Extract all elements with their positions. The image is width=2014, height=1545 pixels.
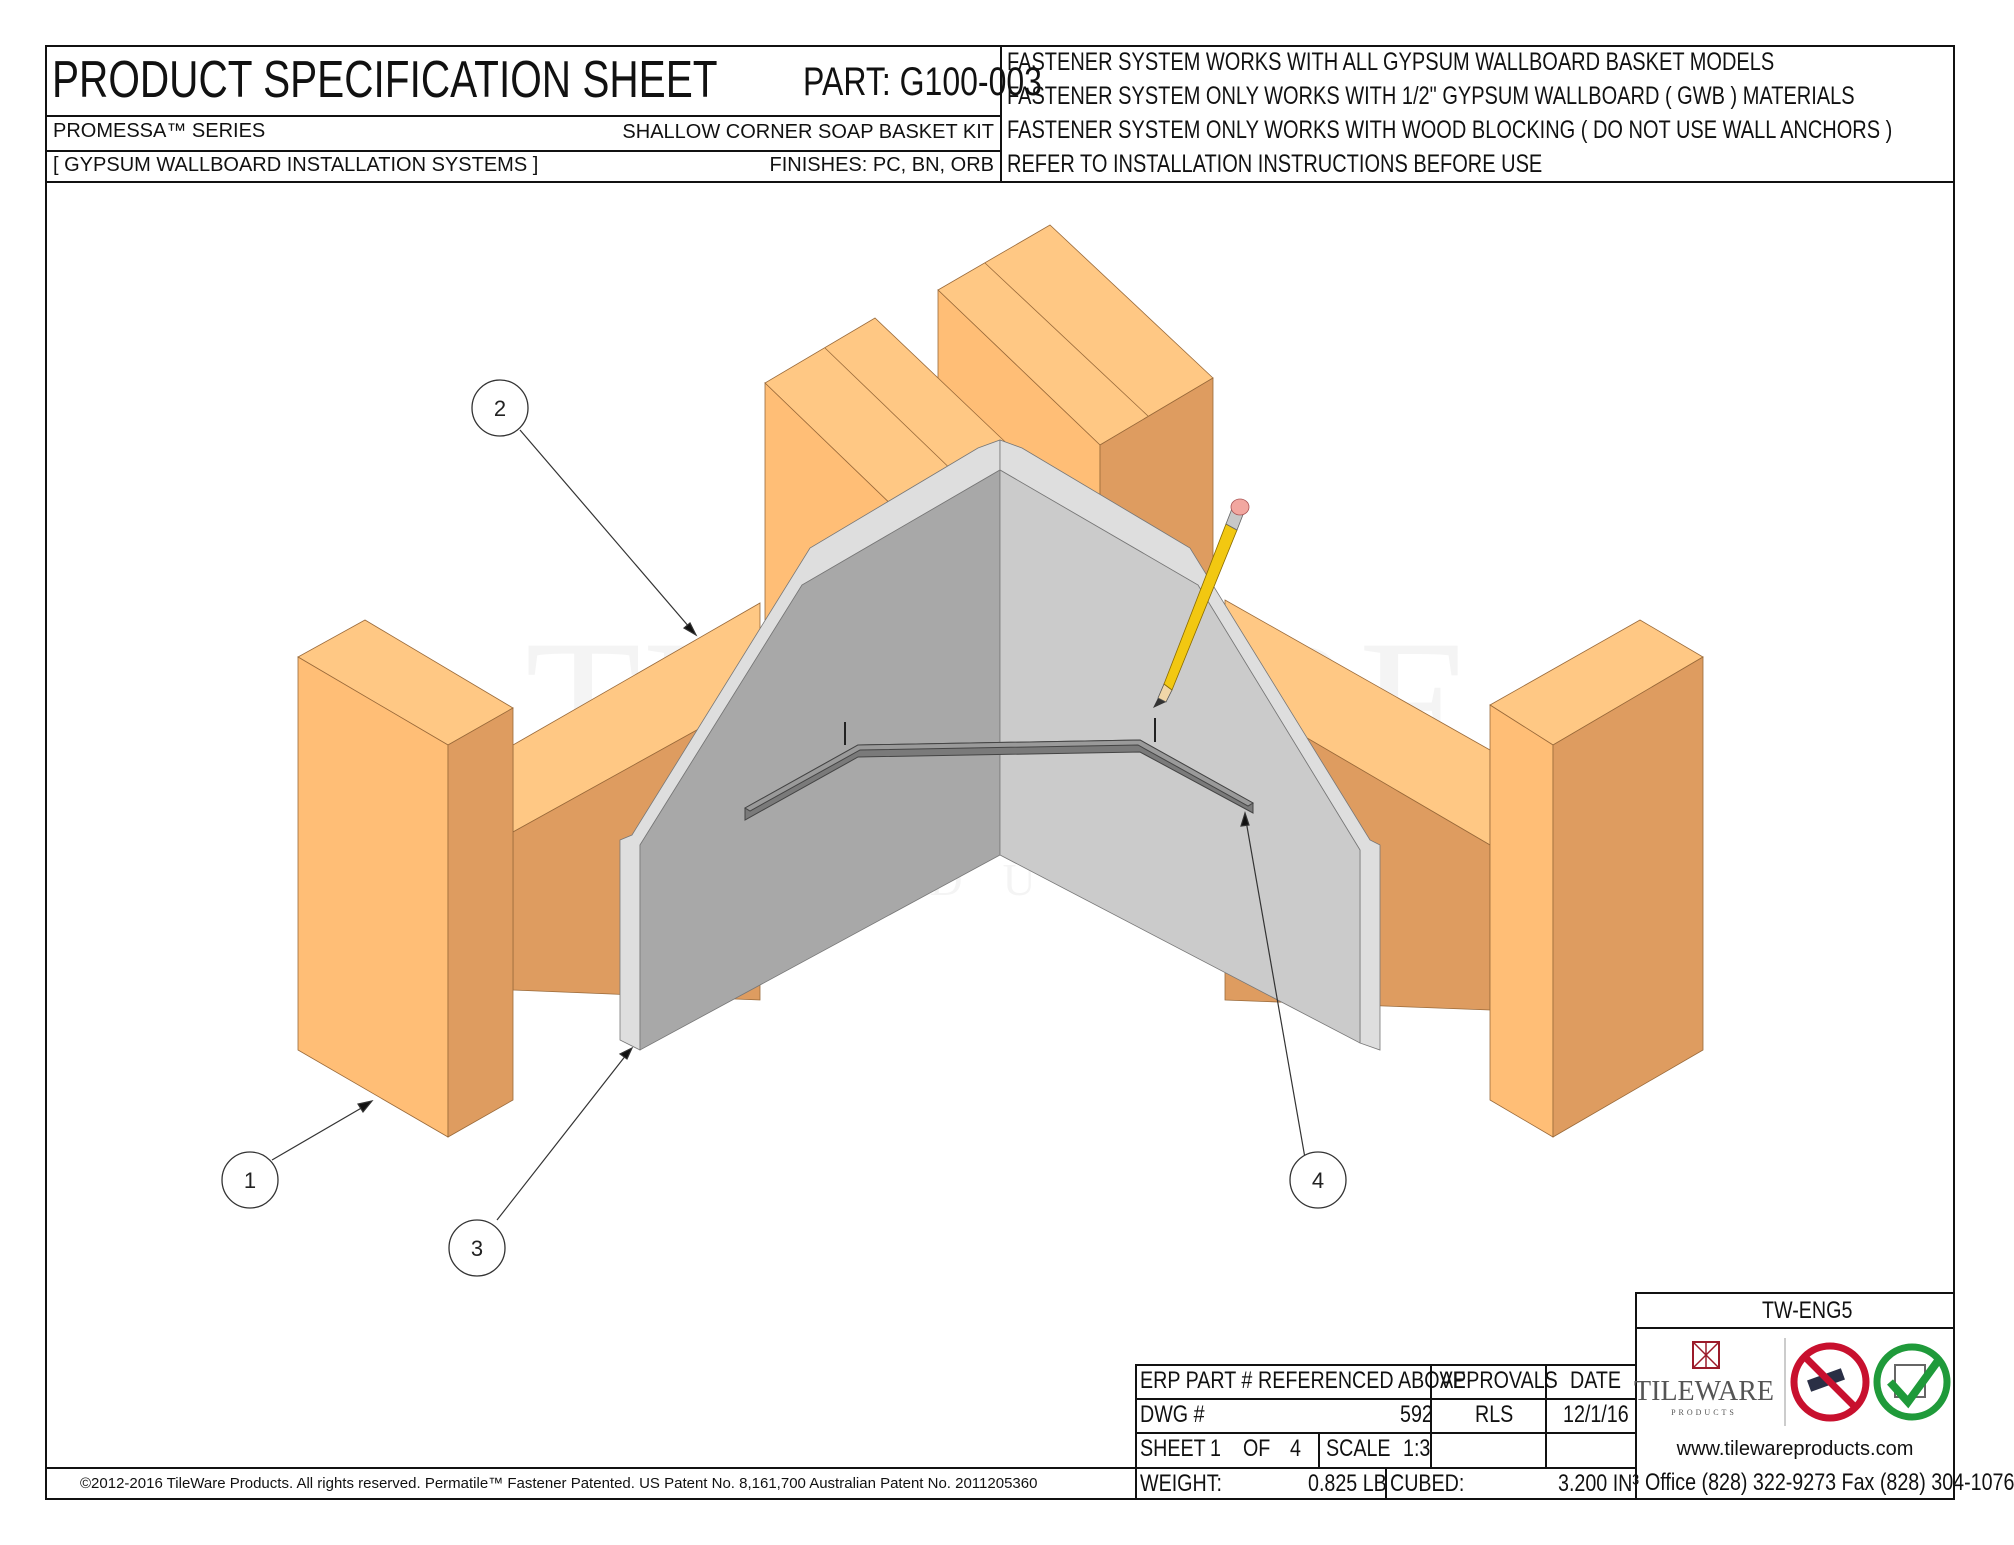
tb-col-scale (1318, 1432, 1320, 1467)
brand-top-line (1635, 1292, 1955, 1294)
spec-note-2: FASTENER SYSTEM ONLY WORKS WITH 1/2" GYP… (1007, 82, 1855, 110)
brand-divider (1635, 1327, 1955, 1329)
tb-col-date (1545, 1364, 1547, 1467)
tb-line-3 (1135, 1432, 1635, 1434)
scale-value: 1:3 (1403, 1435, 1431, 1462)
approval-date: 12/1/16 (1563, 1401, 1629, 1428)
gypsum-wallboard (619, 439, 1381, 1051)
callout-1: 1 (221, 1151, 279, 1209)
tileware-logo-subtext: PRODUCTS (1671, 1408, 1737, 1417)
erp-value: REFERENCED ABOVE (1258, 1367, 1466, 1394)
approver-initials: RLS (1475, 1401, 1514, 1428)
spec-note-1: FASTENER SYSTEM WORKS WITH ALL GYPSUM WA… (1007, 48, 1775, 76)
tileware-emblem-icon (1692, 1341, 1720, 1369)
cubed-value: 3.200 IN³ (1558, 1470, 1639, 1497)
footer-top-line (45, 1467, 1135, 1469)
pencil-icon (1153, 498, 1250, 708)
sheet-number: 1 (1210, 1435, 1221, 1462)
header-divider-1 (45, 115, 1000, 117)
cubed-label: CUBED: (1390, 1470, 1465, 1497)
series-name: PROMESSA™ SERIES (53, 120, 266, 142)
tb-left-edge (1135, 1364, 1137, 1500)
document-code: TW-ENG5 (1762, 1297, 1853, 1324)
tb-col-cubed (1385, 1467, 1387, 1500)
tb-line-2 (1135, 1398, 1635, 1400)
sheet-label: SHEET (1140, 1435, 1206, 1462)
callout-2: 2 (471, 379, 529, 437)
sheet-title: PRODUCT SPECIFICATION SHEET (52, 51, 718, 109)
of-label: OF (1243, 1435, 1271, 1462)
copyright-notice: ©2012-2016 TileWare Products. All rights… (80, 1475, 1038, 1492)
erp-label: ERP PART # (1140, 1367, 1253, 1394)
dwg-value: 592 (1400, 1401, 1433, 1428)
callout-3: 3 (448, 1219, 506, 1277)
weight-value: 0.825 LB (1308, 1470, 1387, 1497)
header-bottom-line (45, 181, 1955, 183)
date-label: DATE (1570, 1367, 1622, 1394)
brand-logos: TILEWARE PRODUCTS (1634, 1338, 1951, 1426)
basket-rail (744, 718, 1254, 821)
tb-line-1 (1135, 1364, 1635, 1366)
spec-note-3: FASTENER SYSTEM ONLY WORKS WITH WOOD BLO… (1007, 116, 1893, 144)
svg-text:4: 4 (1312, 1168, 1324, 1193)
brand-left-edge (1635, 1292, 1637, 1500)
sheet-total: 4 (1290, 1435, 1301, 1462)
scale-label: SCALE (1326, 1435, 1391, 1462)
company-website[interactable]: www.tilewareproducts.com (1676, 1438, 1914, 1460)
callout-4: 4 (1289, 1151, 1347, 1209)
finishes: FINISHES: PC, BN, ORB (769, 154, 994, 176)
part-number: PART: G100-003 (803, 60, 1042, 104)
svg-text:1: 1 (244, 1168, 256, 1193)
approvals-label: APPROVALS (1440, 1367, 1558, 1394)
svg-text:2: 2 (494, 396, 506, 421)
weight-label: WEIGHT: (1140, 1470, 1222, 1497)
approved-fastener-icon (1873, 1343, 1951, 1421)
spec-note-4: REFER TO INSTALLATION INSTRUCTIONS BEFOR… (1007, 150, 1543, 178)
tileware-logo-text: TILEWARE (1634, 1376, 1774, 1407)
leader-lines (271, 429, 1306, 1221)
dwg-label: DWG # (1140, 1401, 1205, 1428)
header-divider-2 (45, 150, 1000, 152)
company-contact: Office (828) 322-9273 Fax (828) 304-1076 (1645, 1469, 2014, 1496)
kit-name: SHALLOW CORNER SOAP BASKET KIT (622, 121, 994, 143)
svg-text:3: 3 (471, 1236, 483, 1261)
system-category: [ GYPSUM WALLBOARD INSTALLATION SYSTEMS … (53, 154, 539, 176)
no-wall-anchors-icon (1790, 1342, 1870, 1422)
tb-col-approvals (1430, 1364, 1432, 1467)
header-column-divider (1000, 45, 1002, 182)
